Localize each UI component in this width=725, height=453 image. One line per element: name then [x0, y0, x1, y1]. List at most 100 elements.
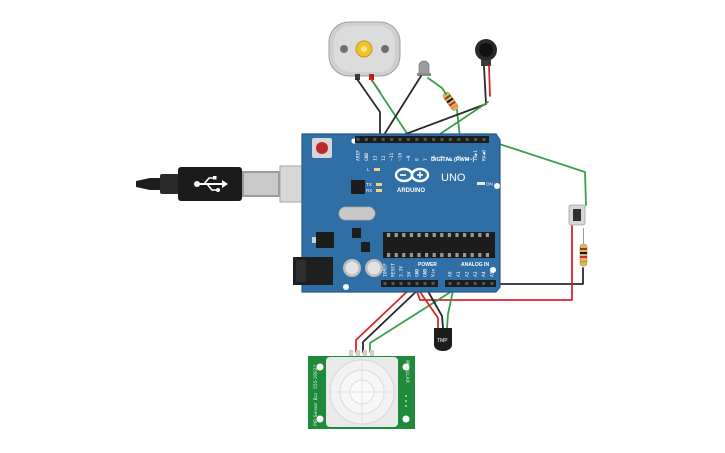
digital-pin-socket[interactable] — [356, 138, 360, 141]
chip-pin — [409, 253, 413, 257]
digital-pin-label: RX◀0 — [482, 150, 488, 161]
wire-button-green[interactable] — [486, 139, 587, 206]
capacitors — [343, 259, 383, 277]
dc-motor-icon — [355, 40, 373, 58]
power-pin-socket[interactable] — [407, 282, 411, 285]
wire-motor-green[interactable] — [372, 81, 411, 139]
digital-pin-socket[interactable] — [482, 138, 486, 141]
arduino-infinity-logo-icon — [394, 167, 430, 183]
digital-header[interactable] — [355, 136, 489, 143]
digital-pin-label: ~11 — [389, 152, 395, 161]
wire-tmp-red[interactable] — [415, 285, 439, 329]
digital-pin-socket[interactable] — [440, 138, 444, 141]
digital-pin-socket[interactable] — [364, 138, 368, 141]
power-led — [477, 182, 485, 185]
digital-pin-socket[interactable] — [423, 138, 427, 141]
digital-pin-label: AREF — [356, 150, 362, 161]
analog-pin-label: A3 — [473, 271, 479, 277]
digital-pin-socket[interactable] — [448, 138, 452, 141]
digital-pin-label: 2 — [465, 158, 471, 161]
temp-sensor-label: TMP — [437, 338, 448, 344]
piezo-buzzer[interactable] — [475, 39, 497, 66]
resistor-right[interactable] — [579, 228, 588, 267]
push-button[interactable] — [568, 204, 586, 226]
led-label-rx: RX — [366, 188, 372, 193]
power-pin-socket[interactable] — [431, 282, 435, 285]
analog-pin-socket[interactable] — [465, 282, 469, 285]
resistor-top[interactable] — [442, 91, 459, 111]
pir-sensor[interactable]: 555-28027 PIR Sensor Bzz PARALLAX — [308, 350, 415, 429]
dc-motor[interactable] — [328, 21, 401, 80]
analog-pin-socket[interactable] — [482, 282, 486, 285]
digital-pin-socket[interactable] — [415, 138, 419, 141]
power-pin-socket[interactable] — [423, 282, 427, 285]
digital-pin-socket[interactable] — [474, 138, 478, 141]
wire-pir-red[interactable] — [355, 285, 414, 353]
wire-tmp-black[interactable] — [424, 285, 444, 329]
wire-motor-black[interactable] — [356, 78, 381, 139]
digital-pin-label: TX▶1 — [473, 150, 479, 161]
power-pin-socket[interactable] — [383, 282, 387, 285]
chip-pin — [470, 253, 474, 257]
analog-pin-socket[interactable] — [473, 282, 477, 285]
analog-pin-label: A0 — [448, 271, 454, 277]
digital-pin-label: GND — [364, 152, 370, 161]
chip-pin — [432, 233, 436, 237]
chip-pin — [470, 233, 474, 237]
chip-pin — [440, 253, 444, 257]
chip-pin — [447, 233, 451, 237]
status-leds: L TX RX — [366, 167, 382, 193]
analog-pin-label: A2 — [464, 271, 470, 277]
digital-pin-label: 4 — [448, 158, 454, 161]
digital-pin-socket[interactable] — [373, 138, 377, 141]
chip-pin — [485, 253, 489, 257]
power-pin-socket[interactable] — [399, 282, 403, 285]
temperature-sensor[interactable]: TMP — [434, 328, 452, 351]
reset-button[interactable] — [312, 138, 332, 158]
pir-jumper-dots — [405, 395, 407, 407]
dc-power-jack[interactable] — [293, 257, 333, 285]
chip-pin — [478, 233, 482, 237]
analog-pin-socket[interactable] — [456, 282, 460, 285]
digital-pin-label: 8 — [414, 158, 420, 161]
power-pin-label: GND — [415, 268, 421, 277]
digital-pin-socket[interactable] — [465, 138, 469, 141]
wire-led-green[interactable] — [427, 77, 447, 95]
chip-pin — [463, 253, 467, 257]
digital-pin-socket[interactable] — [390, 138, 394, 141]
power-pin-label: GND — [423, 268, 429, 277]
digital-pin-socket[interactable] — [406, 138, 410, 141]
digital-pin-socket[interactable] — [432, 138, 436, 141]
wire-buzzer-green[interactable] — [433, 101, 489, 139]
digital-pin-socket[interactable] — [398, 138, 402, 141]
wire-buzzer-black[interactable] — [394, 65, 487, 139]
wire-led-black[interactable] — [381, 75, 422, 139]
board-brand-label: ARDUINO — [397, 188, 425, 194]
chip-pin — [402, 233, 406, 237]
analog-pin-socket[interactable] — [490, 282, 494, 285]
wire-button-red[interactable] — [414, 225, 573, 301]
chip-pin — [463, 233, 467, 237]
usb-cable[interactable] — [136, 165, 319, 203]
power-pin-socket[interactable] — [415, 282, 419, 285]
led[interactable] — [417, 60, 431, 76]
digital-pin-label: ~10 — [398, 152, 404, 161]
digital-header-label: DIGITAL (PWM~) — [431, 157, 475, 163]
pir-dome — [326, 357, 398, 427]
wire-resistor-black[interactable] — [461, 267, 584, 285]
chip-pin — [485, 233, 489, 237]
digital-pin-socket[interactable] — [381, 138, 385, 141]
analog-pin-socket[interactable] — [448, 282, 452, 285]
digital-pin-socket[interactable] — [457, 138, 461, 141]
analog-header[interactable] — [445, 280, 496, 287]
wire-tmp-green[interactable] — [446, 285, 455, 329]
power-pin-socket[interactable] — [391, 282, 395, 285]
analog-pin-label: A5 — [490, 271, 496, 277]
wire-buzzer-red[interactable] — [488, 65, 491, 97]
wire-pir-black[interactable] — [362, 285, 423, 353]
